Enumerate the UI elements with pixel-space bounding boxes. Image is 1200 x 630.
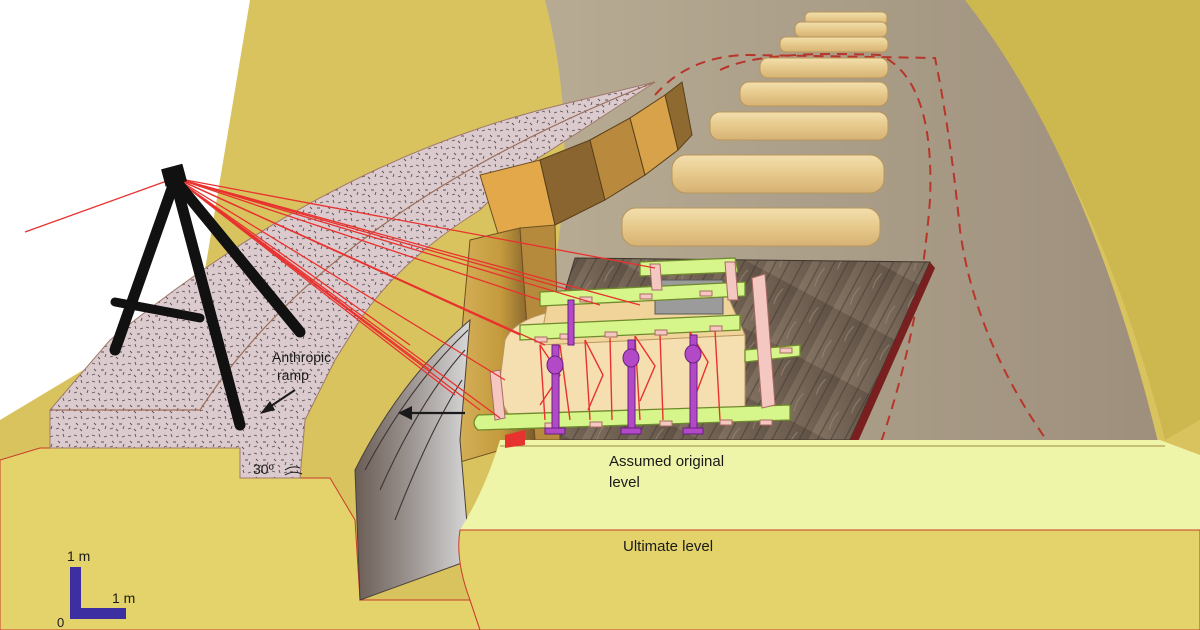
scale-bar: 1 m 1 m 0 [57,548,135,630]
channel-strata [364,329,469,521]
tripod [109,163,306,431]
pink-post [724,261,739,301]
log [621,207,881,247]
label-assumed-level: Assumed original [609,453,724,470]
log [794,21,888,38]
tripod-head [161,163,187,187]
label-assumed-level-2: level [609,474,640,491]
arrow-channel [398,406,465,420]
ultimate-level-ground [458,529,1200,630]
laser-lines [24,177,656,419]
log [709,111,889,141]
angle-mark [284,466,303,476]
log [671,154,885,194]
log-stack [621,11,889,247]
arrow-ramp [260,389,296,414]
label-ultimate-level: Ultimate level [623,538,713,555]
scale-origin-label: 0 [57,615,64,630]
scale-vertical-label: 1 m [67,548,90,564]
block-lashing [539,329,721,421]
label-angle: 30º [253,461,274,477]
purple-levers [544,299,704,435]
sled-upright [751,273,776,409]
original-level-band [460,440,1200,530]
log [779,36,889,53]
label-anthropic-ramp: Anthropic [272,349,331,365]
hill-right-slope [960,0,1200,440]
trench-dashed-outline [654,53,1051,446]
log [739,81,889,107]
log [759,57,889,79]
scale-bar-vertical [70,567,81,619]
sled-pegs [534,290,793,429]
label-anthropic-ramp-2: ramp [277,367,309,383]
pink-post [649,263,663,291]
lever-top [567,299,575,346]
trench-dashed-outline-inner [719,53,932,446]
sled-upright-left [489,369,506,421]
sled-top-rail [639,257,739,277]
scale-horizontal-label: 1 m [112,590,135,606]
scale-bar-horizontal [70,608,126,619]
front-marker [505,430,525,448]
